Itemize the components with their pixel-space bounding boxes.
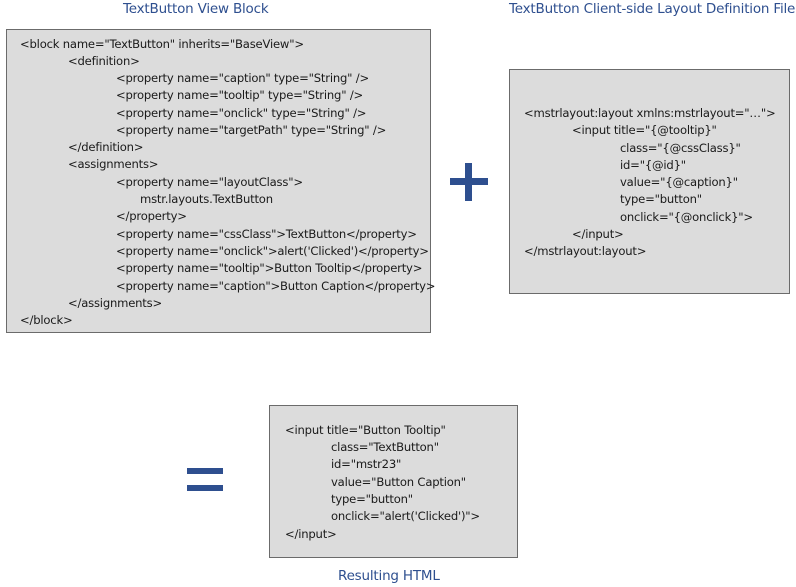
code-line: <definition>	[68, 54, 140, 68]
code-line: </input>	[285, 527, 337, 541]
code-line: <property name="caption">Button Caption<…	[116, 279, 436, 293]
code-line: </assignments>	[68, 296, 163, 310]
code-line: class="{@cssClass}"	[620, 141, 741, 155]
code-line: type="button"	[331, 492, 413, 506]
code-line: id="mstr23"	[331, 457, 402, 471]
code-line: id="{@id}"	[620, 158, 686, 172]
code-line: <property name="tooltip">Button Tooltip<…	[116, 261, 423, 275]
code-line: type="button"	[620, 192, 702, 206]
code-line: </mstrlayout:layout>	[524, 244, 647, 258]
code-line: onclick="{@onclick}">	[620, 210, 753, 224]
layout-file-box: <mstrlayout:layout xmlns:mstrlayout="…">…	[509, 69, 790, 294]
code-line: <input title="Button Tooltip"	[285, 423, 446, 437]
code-line: onclick="alert('Clicked')">	[331, 509, 480, 523]
code-line: mstr.layouts.TextButton	[140, 192, 273, 206]
equals-icon	[187, 468, 223, 492]
code-line: <mstrlayout:layout xmlns:mstrlayout="…">	[524, 106, 776, 120]
code-line: value="{@caption}"	[620, 175, 738, 189]
code-line: <property name="onclick">alert('Clicked'…	[116, 244, 429, 258]
code-line: </property>	[116, 209, 187, 223]
code-line: <property name="layoutClass">	[116, 175, 303, 189]
view-block-box: <block name="TextButton" inherits="BaseV…	[6, 29, 436, 333]
code-line: <property name="targetPath" type="String…	[116, 123, 387, 137]
code-line: </input>	[572, 227, 624, 241]
code-line: <property name="caption" type="String" /…	[116, 71, 370, 85]
resulting-html-box: <input title="Button Tooltip" class="Tex…	[269, 405, 518, 558]
view-block-title: TextButton View Block	[123, 1, 269, 17]
code-line: value="Button Caption"	[331, 475, 466, 489]
code-line: <property name="cssClass">TextButton</pr…	[116, 227, 417, 241]
code-line: </definition>	[68, 140, 144, 154]
resulting-html-title: Resulting HTML	[338, 568, 440, 584]
code-line: <property name="tooltip" type="String" /…	[116, 88, 364, 102]
code-line: <assignments>	[68, 157, 159, 171]
code-line: class="TextButton"	[331, 440, 439, 454]
code-line: <property name="onclick" type="String" /…	[116, 106, 367, 120]
code-line: <input title="{@tooltip}"	[572, 123, 717, 137]
code-line: <block name="TextButton" inherits="BaseV…	[20, 37, 304, 51]
code-line: </block>	[20, 313, 73, 327]
layout-file-title: TextButton Client-side Layout Definition…	[509, 1, 796, 17]
plus-icon	[450, 163, 488, 201]
